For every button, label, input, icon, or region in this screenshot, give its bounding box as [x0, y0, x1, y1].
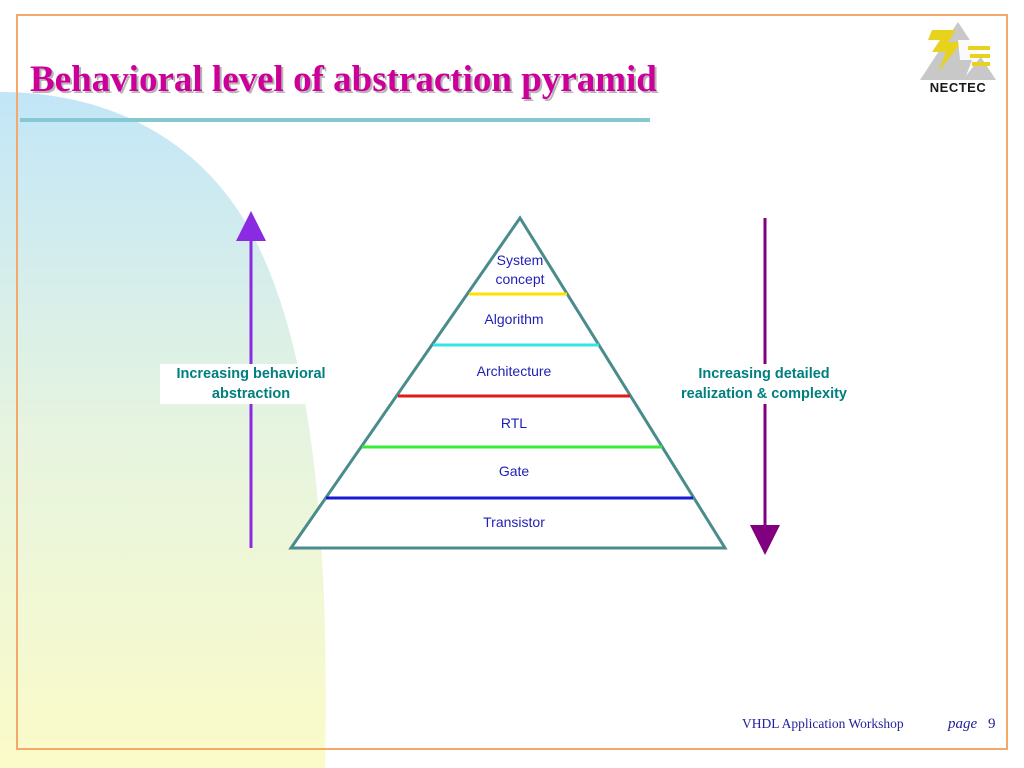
- level-transistor: Transistor: [483, 514, 545, 530]
- right-label-line2: realization & complexity: [681, 386, 847, 402]
- level-system-concept: System concept: [470, 251, 570, 289]
- level-system-line2: concept: [495, 271, 545, 287]
- footer-workshop-title: VHDL Application Workshop: [742, 716, 904, 731]
- slide-frame: [16, 14, 1008, 750]
- left-arrow-label: Increasing behavioral abstraction: [160, 364, 342, 404]
- left-label-line2: abstraction: [211, 386, 291, 402]
- logo-text: NECTEC: [929, 80, 987, 95]
- footer-page-number: 9: [988, 716, 996, 732]
- title-underline: [20, 118, 650, 122]
- pyramid-outline: [288, 215, 728, 550]
- level-system-line1: System: [496, 252, 544, 268]
- footer-page-label: page: [948, 716, 978, 732]
- right-label-line1: Increasing detailed: [698, 366, 830, 382]
- level-algorithm: Algorithm: [484, 311, 544, 327]
- level-rtl: RTL: [500, 415, 528, 431]
- slide-title: Behavioral level of abstraction pyramid: [30, 59, 657, 100]
- left-label-line1: Increasing behavioral: [176, 366, 326, 382]
- right-arrow-label: Increasing detailed realization & comple…: [662, 364, 866, 404]
- nectec-logo-icon: [920, 22, 996, 80]
- level-architecture: Architecture: [476, 363, 552, 379]
- level-gate: Gate: [498, 463, 530, 479]
